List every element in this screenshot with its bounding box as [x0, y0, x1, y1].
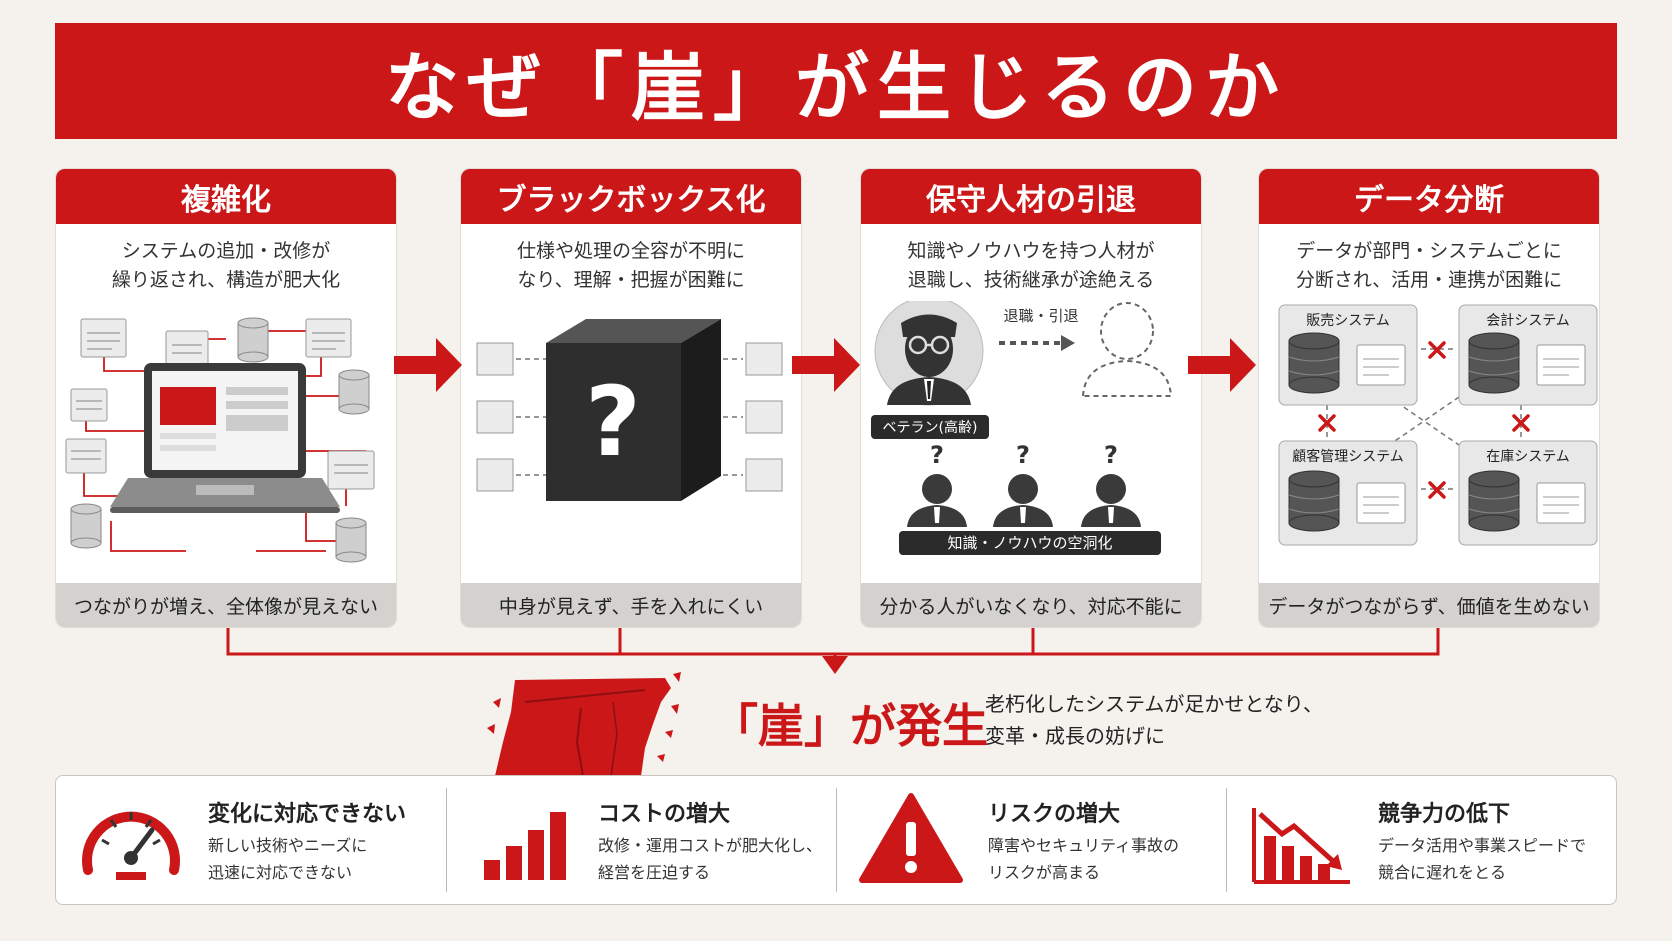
title-banner: なぜ「崖」が生じるのか [55, 23, 1617, 139]
flow-arrow-icon [1188, 338, 1256, 392]
card-heading: 保守人材の引退 [861, 169, 1201, 224]
cube-question-mark: ? [585, 366, 641, 478]
impact-title: コストの増大 [598, 802, 731, 827]
black-cube-icon: ? [546, 319, 721, 501]
flow-arrow-icon [394, 338, 462, 392]
card-description: 仕様や処理の全容が不明に なり、理解・把握が困難に [516, 240, 745, 291]
divider [836, 788, 837, 892]
impact-cannot-adapt: 変化に対応できない 新しい技術やニーズに 迅速に対応できない [56, 776, 446, 904]
database-icon [1288, 332, 1520, 532]
impact-competitiveness-decline: 競争力の低下 データ活用や事業スピードで 競合に遅れをとる [1226, 776, 1616, 904]
card-retirement: 保守人材の引退 知識やノウハウを持つ人材が 退職し、技術継承が途絶える 退職・引… [860, 168, 1202, 628]
speedometer-icon [82, 811, 180, 880]
decline-chart-icon [1252, 808, 1350, 884]
question-icon: ? [930, 441, 944, 469]
cliff-label: 「崖」が発生 [712, 699, 988, 753]
bar-chart-icon [484, 812, 566, 880]
cross-icon [1318, 341, 1530, 499]
card-complexity: 複雑化 システムの追加・改修が 繰り返され、構造が肥大化 [55, 168, 397, 628]
data-silo-illustration: 販売システム 会計システム 顧客管理システム 在庫システム [1278, 304, 1598, 546]
retirement-illustration: 退職・引退 ベテラン(高齢) ? ? ? 知識・ノウハウの空洞化 [871, 301, 1173, 555]
flow-arrow-icon [792, 338, 860, 392]
system-label: 販売システム [1306, 313, 1390, 329]
successor-group: ? ? ? [907, 441, 1141, 527]
impact-description: 改修・運用コストが肥大化し、 経営を圧迫する [598, 836, 823, 882]
card-footer: 分かる人がいなくなり、対応不能に [861, 583, 1201, 627]
system-label: 在庫システム [1486, 448, 1570, 465]
card-footer: つながりが増え、全体像が見えない [56, 583, 396, 627]
impact-risk-increase: リスクの増大 障害やセキュリティ事故の リスクが高まる [836, 776, 1226, 904]
impact-description: 新しい技術やニーズに 迅速に対応できない [208, 836, 368, 882]
empty-person-icon [1081, 302, 1173, 397]
impact-title: 競争力の低下 [1378, 802, 1511, 827]
divider [1226, 788, 1227, 892]
cliff-icon [487, 672, 681, 776]
system-label: 会計システム [1486, 313, 1570, 329]
warning-icon [859, 793, 963, 883]
question-icon: ? [1016, 441, 1030, 469]
impact-title: 変化に対応できない [208, 802, 407, 827]
database-icon [70, 317, 370, 563]
divider [446, 788, 447, 892]
blackbox-illustration: ? [476, 319, 783, 501]
card-data-silo: データ分断 データが部門・システムごとに 分断され、活用・連携が困難に 販売シス… [1258, 168, 1600, 628]
card-description: 知識やノウハウを持つ人材が 退職し、技術継承が途絶える [907, 240, 1155, 291]
retire-label: 退職・引退 [1003, 307, 1078, 325]
impact-description: データ活用や事業スピードで 競合に遅れをとる [1378, 836, 1587, 882]
system-label: 顧客管理システム [1292, 448, 1404, 465]
complexity-illustration [65, 317, 375, 563]
card-heading: データ分断 [1259, 169, 1599, 224]
knowledge-gap-label: 知識・ノウハウの空洞化 [947, 534, 1112, 552]
veteran-label: ベテラン(高齢) [883, 419, 978, 436]
impact-title: リスクの増大 [988, 802, 1121, 827]
card-footer: データがつながらず、価値を生めない [1259, 583, 1599, 627]
impacts-panel: 変化に対応できない 新しい技術やニーズに 迅速に対応できない コストの増大 改修… [55, 775, 1617, 905]
impact-description: 障害やセキュリティ事故の リスクが高まる [988, 836, 1180, 882]
card-footer: 中身が見えず、手を入れにくい [461, 583, 801, 627]
laptop-icon [110, 363, 340, 513]
page-title: なぜ「崖」が生じるのか [385, 44, 1287, 131]
card-heading: 複雑化 [56, 169, 396, 224]
cliff-description: 老朽化したシステムが足かせとなり、 変革・成長の妨げに [985, 692, 1323, 748]
question-icon: ? [1104, 441, 1118, 469]
card-description: システムの追加・改修が 繰り返され、構造が肥大化 [111, 240, 341, 291]
card-blackbox: ブラックボックス化 仕様や処理の全容が不明に なり、理解・把握が困難に ? [460, 168, 802, 628]
card-heading: ブラックボックス化 [461, 169, 801, 224]
window-icon [65, 318, 375, 490]
impact-cost-increase: コストの増大 改修・運用コストが肥大化し、 経営を圧迫する [446, 776, 836, 904]
card-description: データが部門・システムごとに 分断され、活用・連携が困難に [1295, 240, 1563, 291]
veteran-icon [874, 301, 984, 406]
